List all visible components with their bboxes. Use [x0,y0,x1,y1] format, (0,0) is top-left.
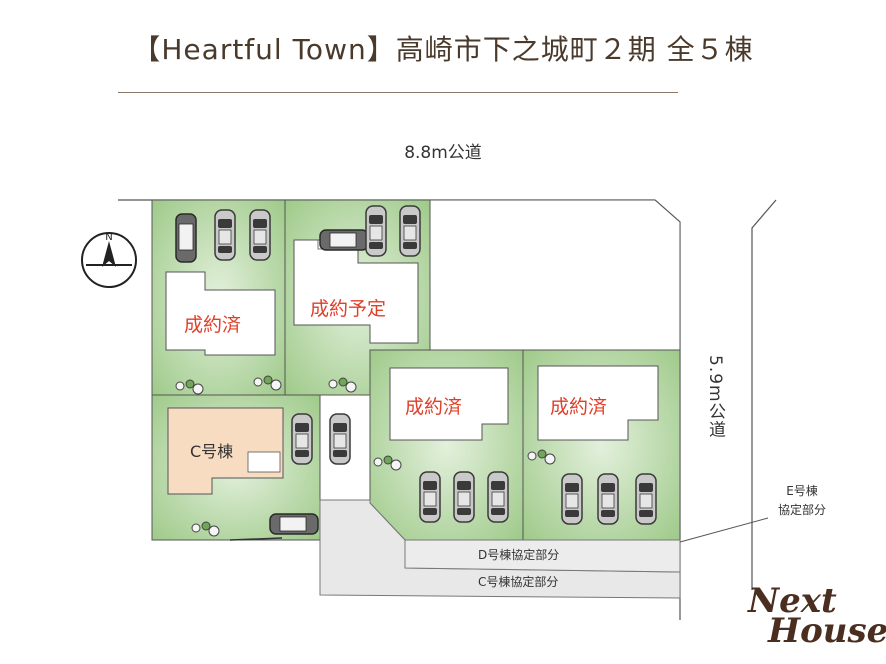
strip-d-label: D号棟協定部分 [478,548,560,562]
brand-logo: Next House [748,584,886,651]
house-a [165,271,276,356]
house-e [537,365,659,441]
lot-d-status: 成約済 [405,396,463,418]
north-arrow-label: N [105,232,112,243]
road-label-top: 8.8m公道 [404,143,482,163]
house-d [389,367,509,441]
page-title: 【Heartful Town】高崎市下之城町２期 全５棟 [132,33,754,66]
road-edge-right [751,199,777,590]
strip-e-label-line2: 協定部分 [777,503,826,517]
lot-e-status: 成約済 [550,396,608,418]
strip-d [404,539,681,573]
brand-logo-line1: Next [748,581,837,621]
strip-c-label: C号棟協定部分 [478,575,559,589]
house-c [167,407,284,495]
lot-a-status: 成約済 [184,314,242,336]
north-arrow-icon: N [81,232,137,288]
strip-e-label: E号棟 協定部分 [764,482,840,520]
strip-e-pointer [679,517,769,543]
strip-e-label-line1: E号棟 [786,484,818,498]
lot-b-status: 成約予定 [310,298,387,320]
title-divider [118,92,678,93]
road-label-right: 5.9m公道 [705,355,725,439]
brand-logo-line2: House [768,611,886,651]
lot-empty [429,199,681,351]
lot-c-label: C号棟 [190,442,234,461]
